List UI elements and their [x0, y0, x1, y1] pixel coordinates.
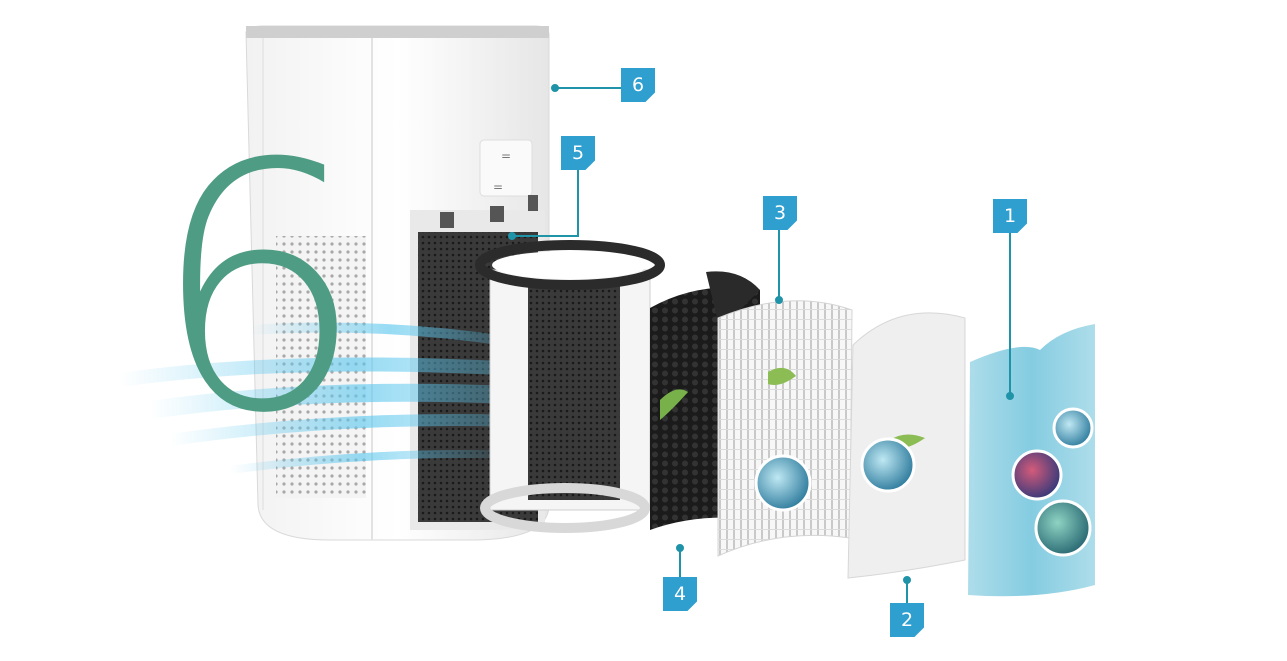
svg-text:=: =	[501, 149, 511, 163]
badge-2: 2	[890, 603, 924, 637]
antibacterial-layer-icon	[968, 324, 1095, 597]
inner-filter-frame	[475, 240, 665, 533]
big-number-six: 6	[150, 92, 367, 488]
microbe-icon	[1011, 449, 1063, 501]
pre-filter-icon	[847, 312, 966, 579]
badge-1: 1	[993, 199, 1027, 233]
leaf-icon	[768, 367, 796, 385]
hepa-filter-icon	[717, 300, 853, 557]
badge-3: 3	[763, 196, 797, 230]
microbe-icon	[754, 454, 812, 512]
microbe-icon	[860, 437, 916, 493]
badge-6: 6	[621, 68, 655, 102]
svg-text:=: =	[493, 180, 503, 194]
badge-5: 5	[561, 136, 595, 170]
microbe-icon	[1052, 407, 1094, 449]
leaf-icon	[660, 389, 688, 420]
microbe-icon	[1034, 499, 1092, 557]
badge-4: 4	[663, 577, 697, 611]
leader-lines	[508, 84, 1014, 605]
